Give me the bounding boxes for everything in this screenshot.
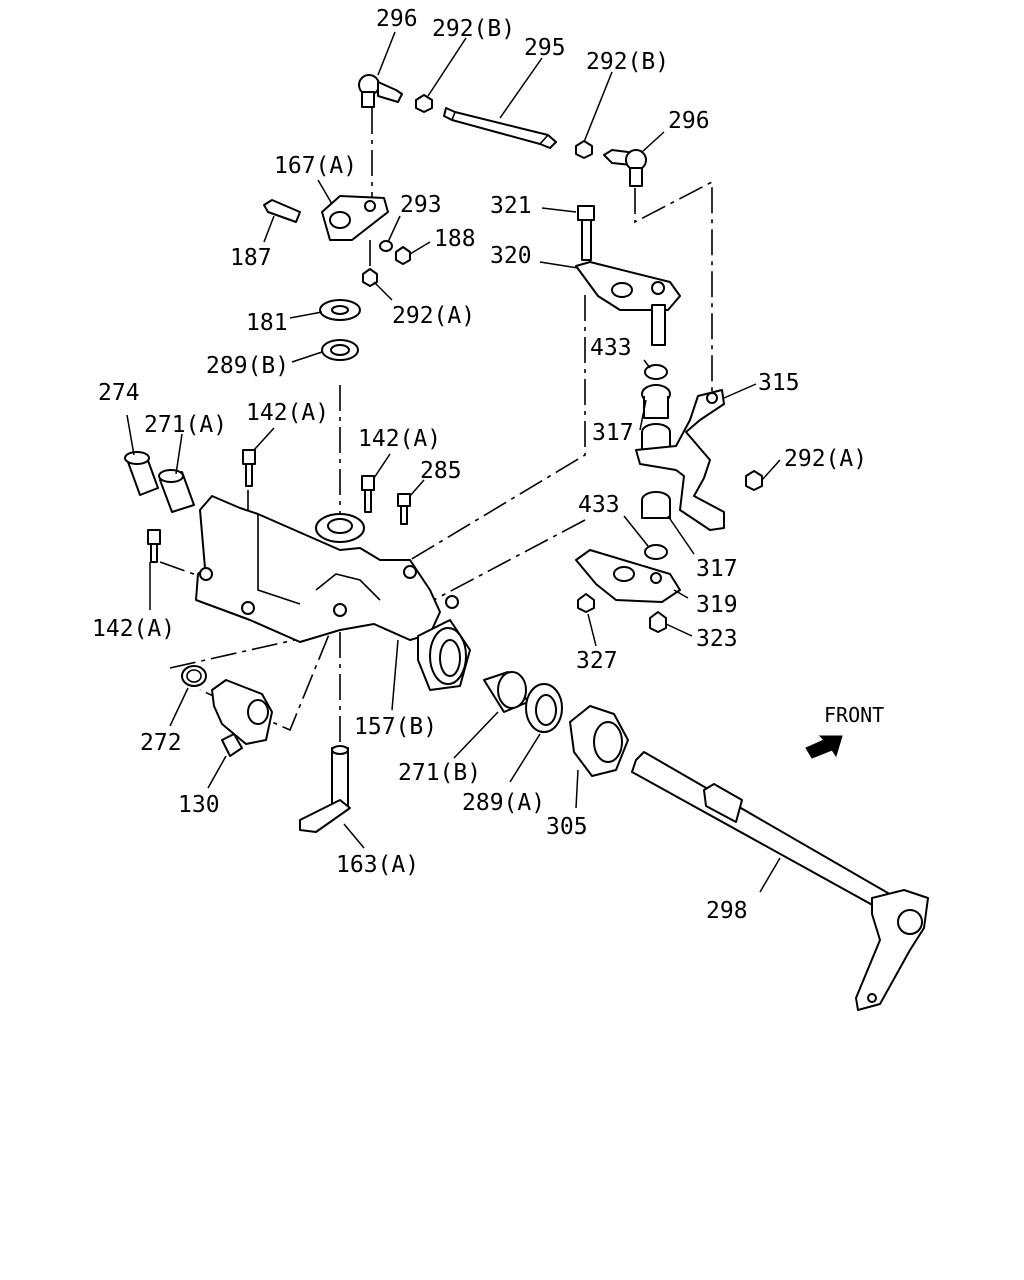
label-296-top: 296 [376, 6, 418, 32]
nut-292a-right [745, 470, 763, 491]
lock-washer-181 [319, 299, 361, 321]
bushing-274 [124, 451, 159, 496]
nut-323 [649, 611, 667, 633]
rod-295 [443, 107, 557, 149]
label-181: 181 [246, 310, 288, 336]
label-142a-left: 142(A) [92, 616, 175, 642]
needle-bearing-271b [483, 671, 529, 713]
nut-327 [577, 593, 595, 613]
bolt-142a-left [147, 529, 161, 563]
label-295: 295 [524, 35, 566, 61]
label-298: 298 [706, 898, 748, 924]
bushing-317-lower [641, 491, 671, 519]
label-315: 315 [758, 370, 800, 396]
bolt-142a-mid [361, 475, 375, 513]
label-321: 321 [490, 193, 532, 219]
label-292b-left: 292(B) [432, 16, 515, 42]
plate-320 [575, 261, 681, 346]
nut-292b-right [575, 140, 593, 159]
label-317-upper: 317 [592, 420, 634, 446]
label-163a: 163(A) [336, 852, 419, 878]
label-320: 320 [490, 243, 532, 269]
label-274: 274 [98, 380, 140, 406]
tie-rod-end-right [603, 149, 647, 187]
o-ring-433-lower [644, 544, 668, 560]
label-142a-mid: 142(A) [358, 426, 441, 452]
label-327: 327 [576, 648, 618, 674]
shift-housing [195, 495, 471, 691]
washer-293 [379, 240, 393, 252]
label-292a-upper: 292(A) [392, 303, 475, 329]
label-289a: 289(A) [462, 790, 545, 816]
nut-292a-upper [362, 268, 378, 287]
label-292b-right: 292(B) [586, 49, 669, 75]
bushing-317-upper [641, 384, 671, 419]
label-187: 187 [230, 245, 272, 271]
seal-289b [321, 339, 359, 361]
bracket-315 [635, 389, 725, 531]
label-130: 130 [178, 792, 220, 818]
snap-ring-272 [181, 665, 207, 687]
label-167a: 167(A) [274, 153, 357, 179]
label-272: 272 [140, 730, 182, 756]
label-292a-right: 292(A) [784, 446, 867, 472]
label-188: 188 [434, 226, 476, 252]
lever-167a [321, 195, 389, 241]
label-front: FRONT [824, 703, 884, 727]
label-293: 293 [400, 192, 442, 218]
boot-305 [569, 705, 629, 777]
needle-bearing-271a [158, 469, 195, 513]
label-271a: 271(A) [144, 412, 227, 438]
bolt-142a-top [242, 449, 256, 487]
label-157b: 157(B) [354, 714, 437, 740]
label-296-right: 296 [668, 108, 710, 134]
nut-292b-left [415, 94, 433, 113]
label-142a-top: 142(A) [246, 400, 329, 426]
shaft-298 [631, 751, 929, 1011]
part-labels: 296 292(B) 295 292(B) 296 167(A) 293 188… [92, 6, 884, 924]
lever-163a [299, 745, 351, 833]
o-ring-433-upper [644, 364, 668, 380]
label-433-lower: 433 [578, 492, 620, 518]
nut-188 [395, 246, 411, 265]
label-285: 285 [420, 458, 462, 484]
shift-block-130 [211, 679, 273, 757]
seal-289a [525, 683, 563, 733]
label-319: 319 [696, 592, 738, 618]
label-305: 305 [546, 814, 588, 840]
front-arrow-icon [805, 735, 843, 759]
label-433-upper: 433 [590, 335, 632, 361]
leader-lines [126, 31, 781, 893]
bolt-187 [263, 199, 301, 223]
bolt-321 [577, 205, 595, 261]
label-323: 323 [696, 626, 738, 652]
label-271b: 271(B) [398, 760, 481, 786]
label-289b: 289(B) [206, 353, 289, 379]
label-317-lower: 317 [696, 556, 738, 582]
tie-rod-end-left [358, 74, 403, 108]
plate-319 [575, 549, 681, 603]
bolt-285 [397, 493, 411, 525]
